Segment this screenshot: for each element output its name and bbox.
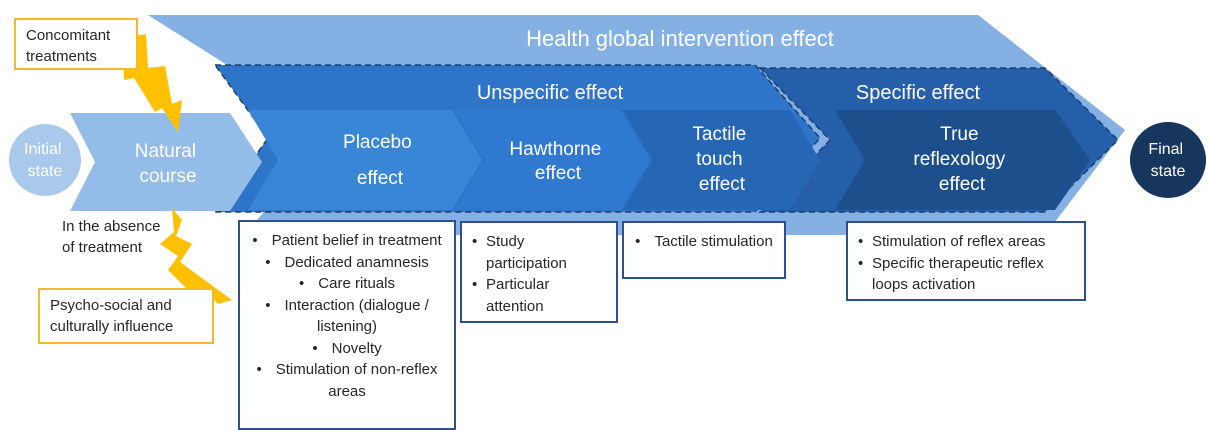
final-state-circle xyxy=(1130,122,1206,198)
list-item: •Particular attention xyxy=(472,276,550,315)
health-global-label: Health global intervention effect xyxy=(526,26,834,51)
true-reflexology-effect-arrow xyxy=(835,110,1090,210)
list-item: •Novelty xyxy=(312,339,382,357)
psycho-social-note: Psycho-social and culturally influence xyxy=(38,288,214,344)
specific-effect-label: Specific effect xyxy=(856,82,981,104)
true-reflexology-effect-label: True reflexology effect xyxy=(913,124,1010,195)
list-item: •Tactile stimulation xyxy=(635,233,773,250)
initial-state-circle xyxy=(9,124,81,196)
list-item: •Interaction (dialogue / listening) xyxy=(265,296,429,336)
placebo-effect-label: Placebo effect xyxy=(343,132,417,189)
concomitant-treatments-text: Concomitant treatments xyxy=(26,27,111,65)
list-item: •Stimulation of reflex areas xyxy=(858,233,1046,250)
lightning-bolt-icon xyxy=(160,208,232,304)
tactile-touch-effect-arrow xyxy=(622,110,820,210)
placebo-effect-arrow xyxy=(248,110,482,210)
tactile-details-box: •Tactile stimulation xyxy=(622,221,786,279)
final-state-label: Final state xyxy=(1148,141,1187,180)
hawthorne-details-box: •Study participation •Particular attenti… xyxy=(460,221,618,323)
list-item: •Dedicated anamnesis xyxy=(265,253,429,271)
list-item: •Stimulation of non-reflex areas xyxy=(256,361,438,400)
natural-course-arrow xyxy=(70,113,262,211)
specific-details-box: •Stimulation of reflex areas •Specific t… xyxy=(846,221,1086,301)
list-item: •Study participation xyxy=(472,233,567,272)
hawthorne-effect-arrow xyxy=(455,110,650,210)
absence-of-treatment-text: In the absence of treatment xyxy=(62,218,161,256)
list-item: •Care rituals xyxy=(299,275,395,292)
absence-of-treatment-note: In the absence of treatment xyxy=(62,216,172,258)
list-item: •Patient belief in treatment xyxy=(252,232,442,249)
unspecific-effect-label: Unspecific effect xyxy=(477,82,624,104)
natural-course-label: Natural course xyxy=(135,141,202,187)
tactile-touch-effect-label: Tactile touch effect xyxy=(692,124,751,195)
placebo-details-box: •Patient belief in treatment •Dedicated … xyxy=(238,220,456,430)
hawthorne-effect-label: Hawthorne effect xyxy=(509,139,606,184)
psycho-social-text: Psycho-social and culturally influence xyxy=(50,297,174,335)
initial-state-label: Initial state xyxy=(24,141,66,180)
concomitant-treatments-note: Concomitant treatments xyxy=(14,18,138,70)
list-item: •Specific therapeutic reflex loops activ… xyxy=(858,254,1044,294)
